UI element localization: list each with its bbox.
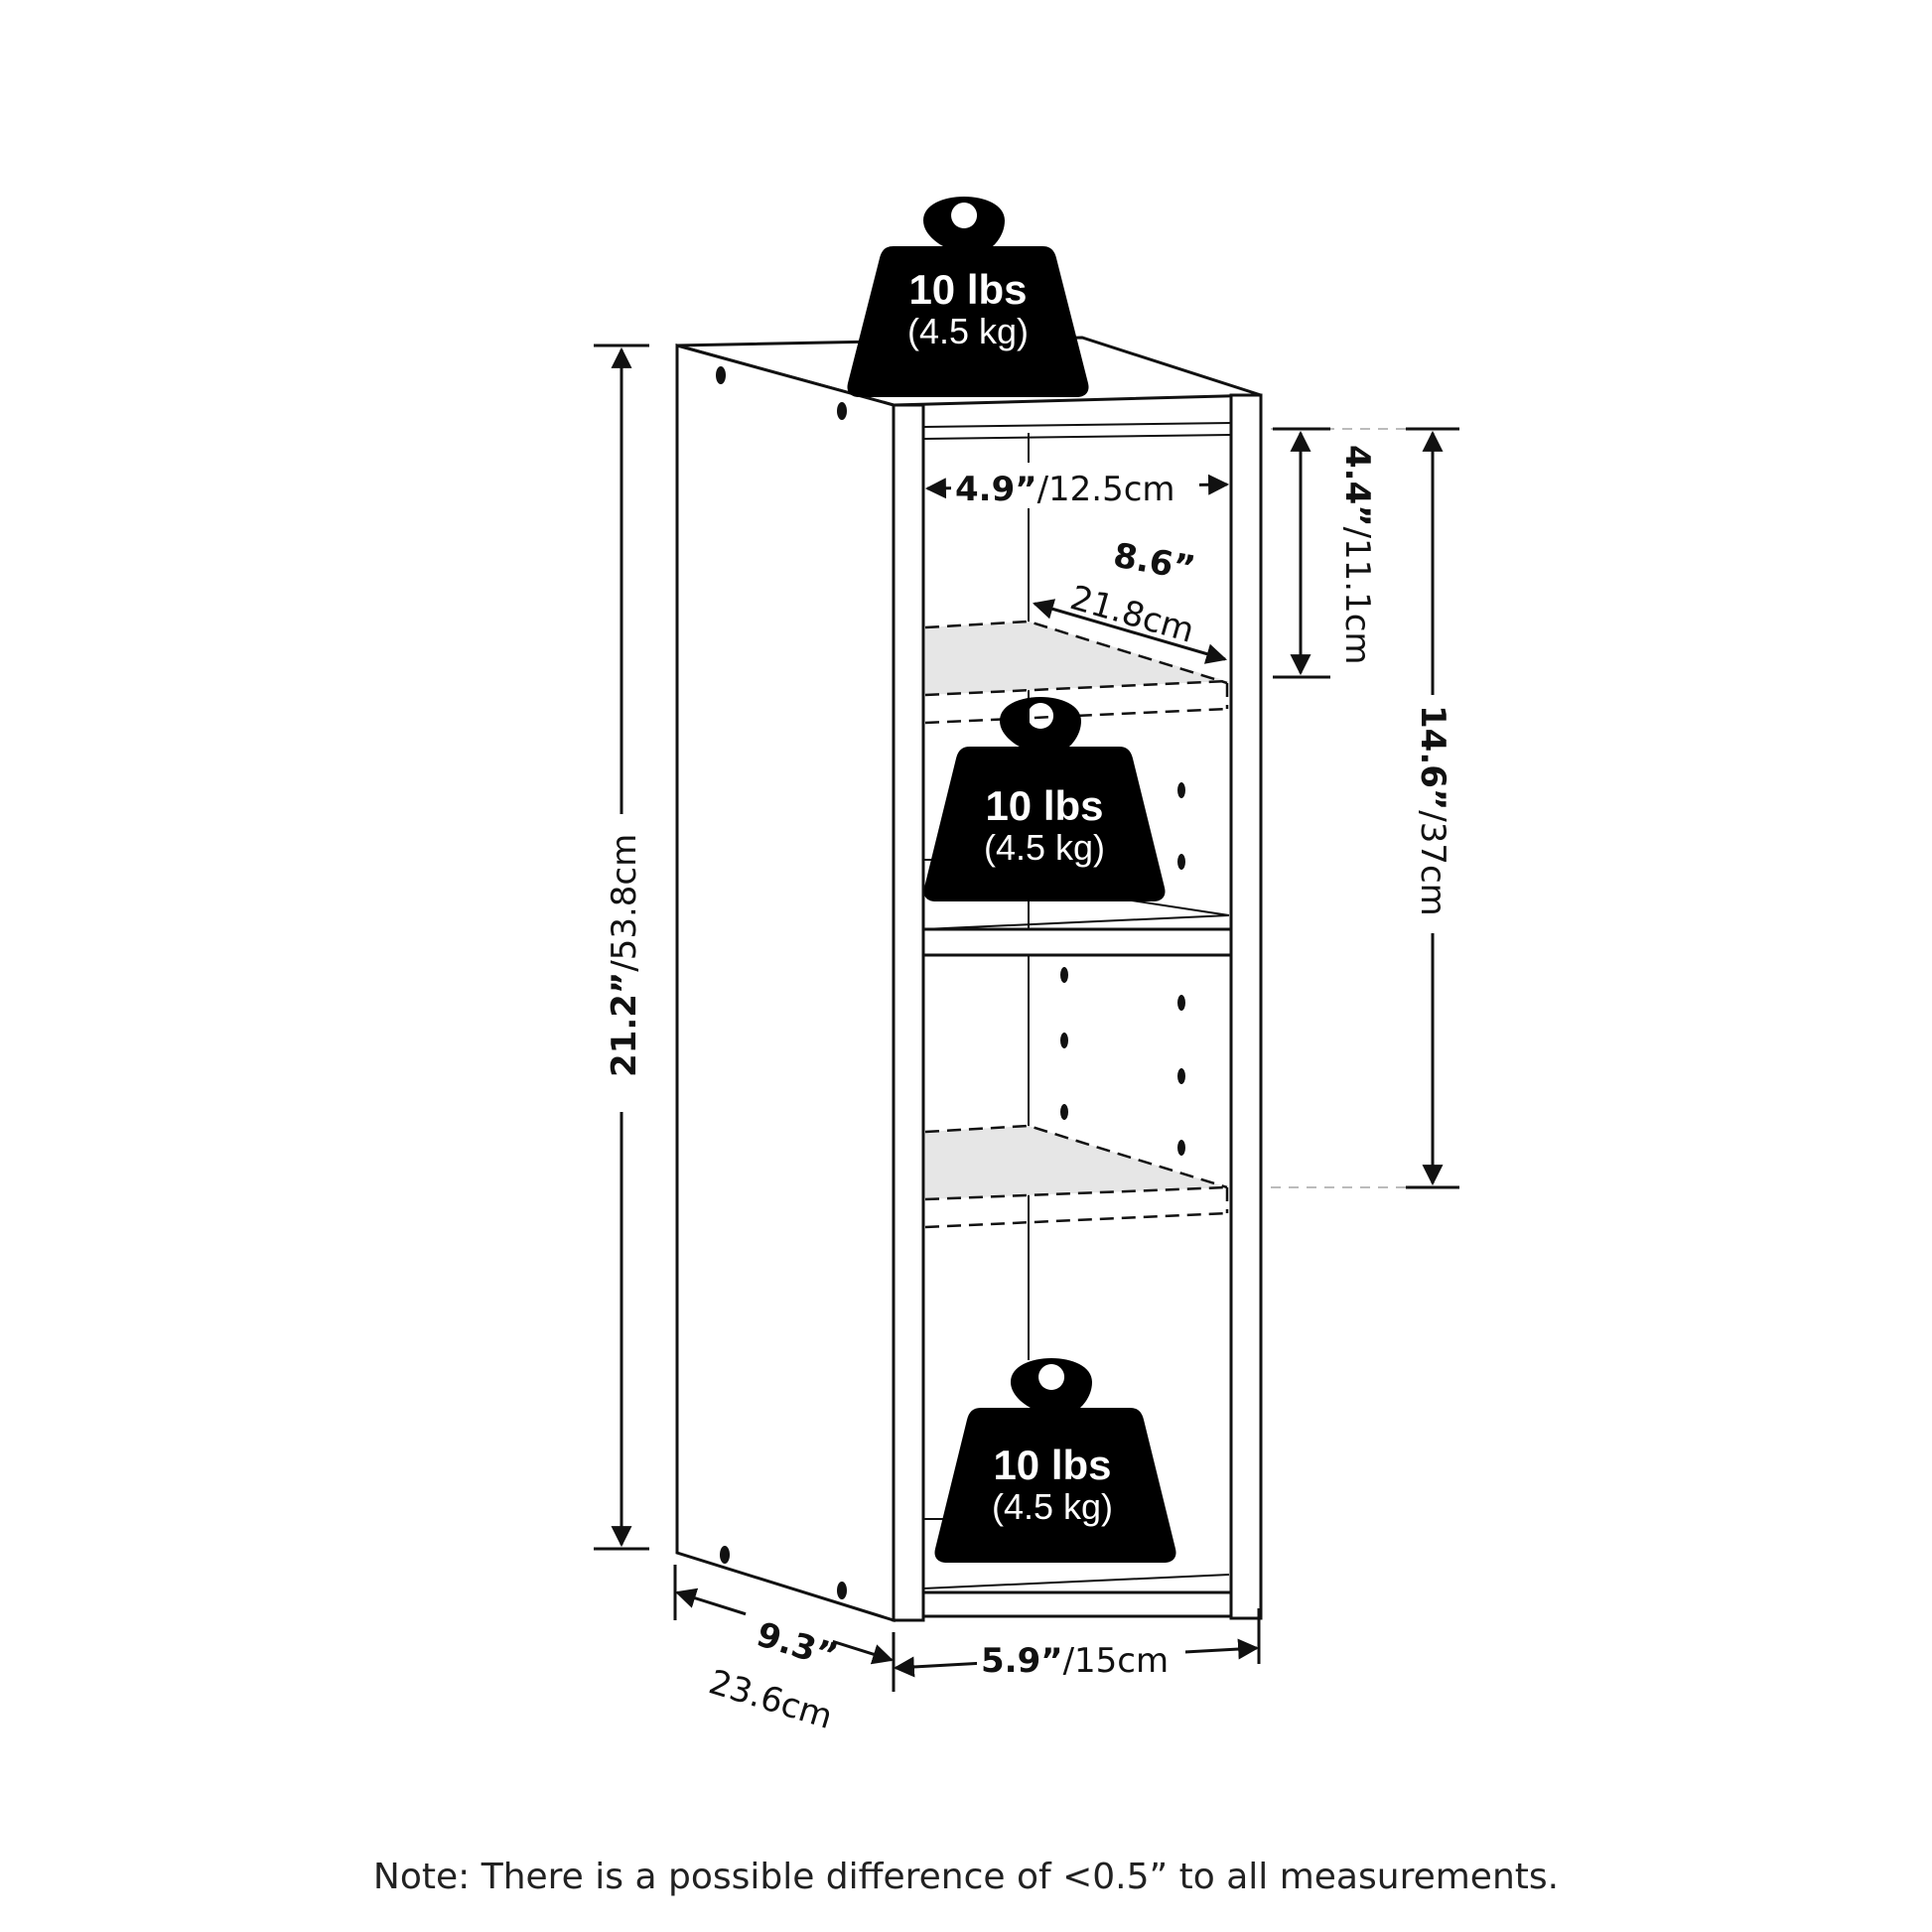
inner-width-metric: /12.5cm [1037, 470, 1175, 509]
dimension-inner-width: 4.9”/12.5cm [924, 463, 1230, 509]
shelf-depth-imperial: 8.6” [1110, 535, 1197, 589]
svg-text:5.9”/15cm: 5.9”/15cm [981, 1641, 1169, 1681]
adjust-range-metric: /37cm [1413, 810, 1452, 916]
right-front-edge [1229, 393, 1263, 1620]
svg-text:4.9”/12.5cm: 4.9”/12.5cm [955, 470, 1175, 509]
width-imperial: 5.9” [981, 1641, 1063, 1681]
weight-bottom: 10 lbs (4.5 kg) [934, 1358, 1176, 1563]
bookcase [675, 336, 1263, 1623]
top-gap-imperial: 4.4” [1337, 445, 1377, 527]
adjust-range-imperial: 14.6” [1413, 705, 1452, 810]
adjustable-shelf-2 [924, 1124, 1229, 1229]
svg-text:14.6”/37cm: 14.6”/37cm [1413, 705, 1452, 916]
weight-middle: 10 lbs (4.5 kg) [923, 697, 1166, 901]
weight-top: 10 lbs (4.5 kg) [847, 197, 1089, 397]
bottom-board [921, 1518, 1233, 1618]
weight-label: 10 lbs [908, 266, 1027, 313]
weight-label: 10 lbs [985, 782, 1103, 829]
dimension-width: 5.9”/15cm [893, 1608, 1261, 1681]
weight-label: 10 lbs [993, 1442, 1111, 1488]
svg-text:4.4”/11.1cm: 4.4”/11.1cm [1337, 445, 1377, 665]
weight-icon [934, 1358, 1176, 1563]
width-metric: /15cm [1063, 1641, 1170, 1681]
dimension-adjust-range: 14.6”/37cm [1271, 427, 1459, 1189]
height-imperial: 21.2” [605, 972, 644, 1077]
top-gap-metric: /11.1cm [1337, 527, 1377, 665]
depth-metric: 23.6cm [704, 1662, 837, 1737]
measurement-note: Note: There is a possible difference of … [373, 1857, 1559, 1897]
dimension-top-gap: 4.4”/11.1cm [1271, 427, 1449, 679]
weight-metric-label: (4.5 kg) [907, 311, 1029, 351]
left-side-panel [675, 344, 896, 1623]
weight-icon [847, 197, 1089, 397]
weight-metric-label: (4.5 kg) [984, 827, 1105, 868]
svg-text:21.2”/53.8cm: 21.2”/53.8cm [605, 834, 644, 1077]
dimension-height: 21.2”/53.8cm [594, 344, 649, 1551]
left-front-edge [892, 403, 925, 1622]
weight-metric-label: (4.5 kg) [992, 1486, 1113, 1527]
inner-width-imperial: 4.9” [955, 470, 1037, 509]
weight-icon [923, 697, 1166, 901]
height-metric: /53.8cm [605, 834, 644, 972]
